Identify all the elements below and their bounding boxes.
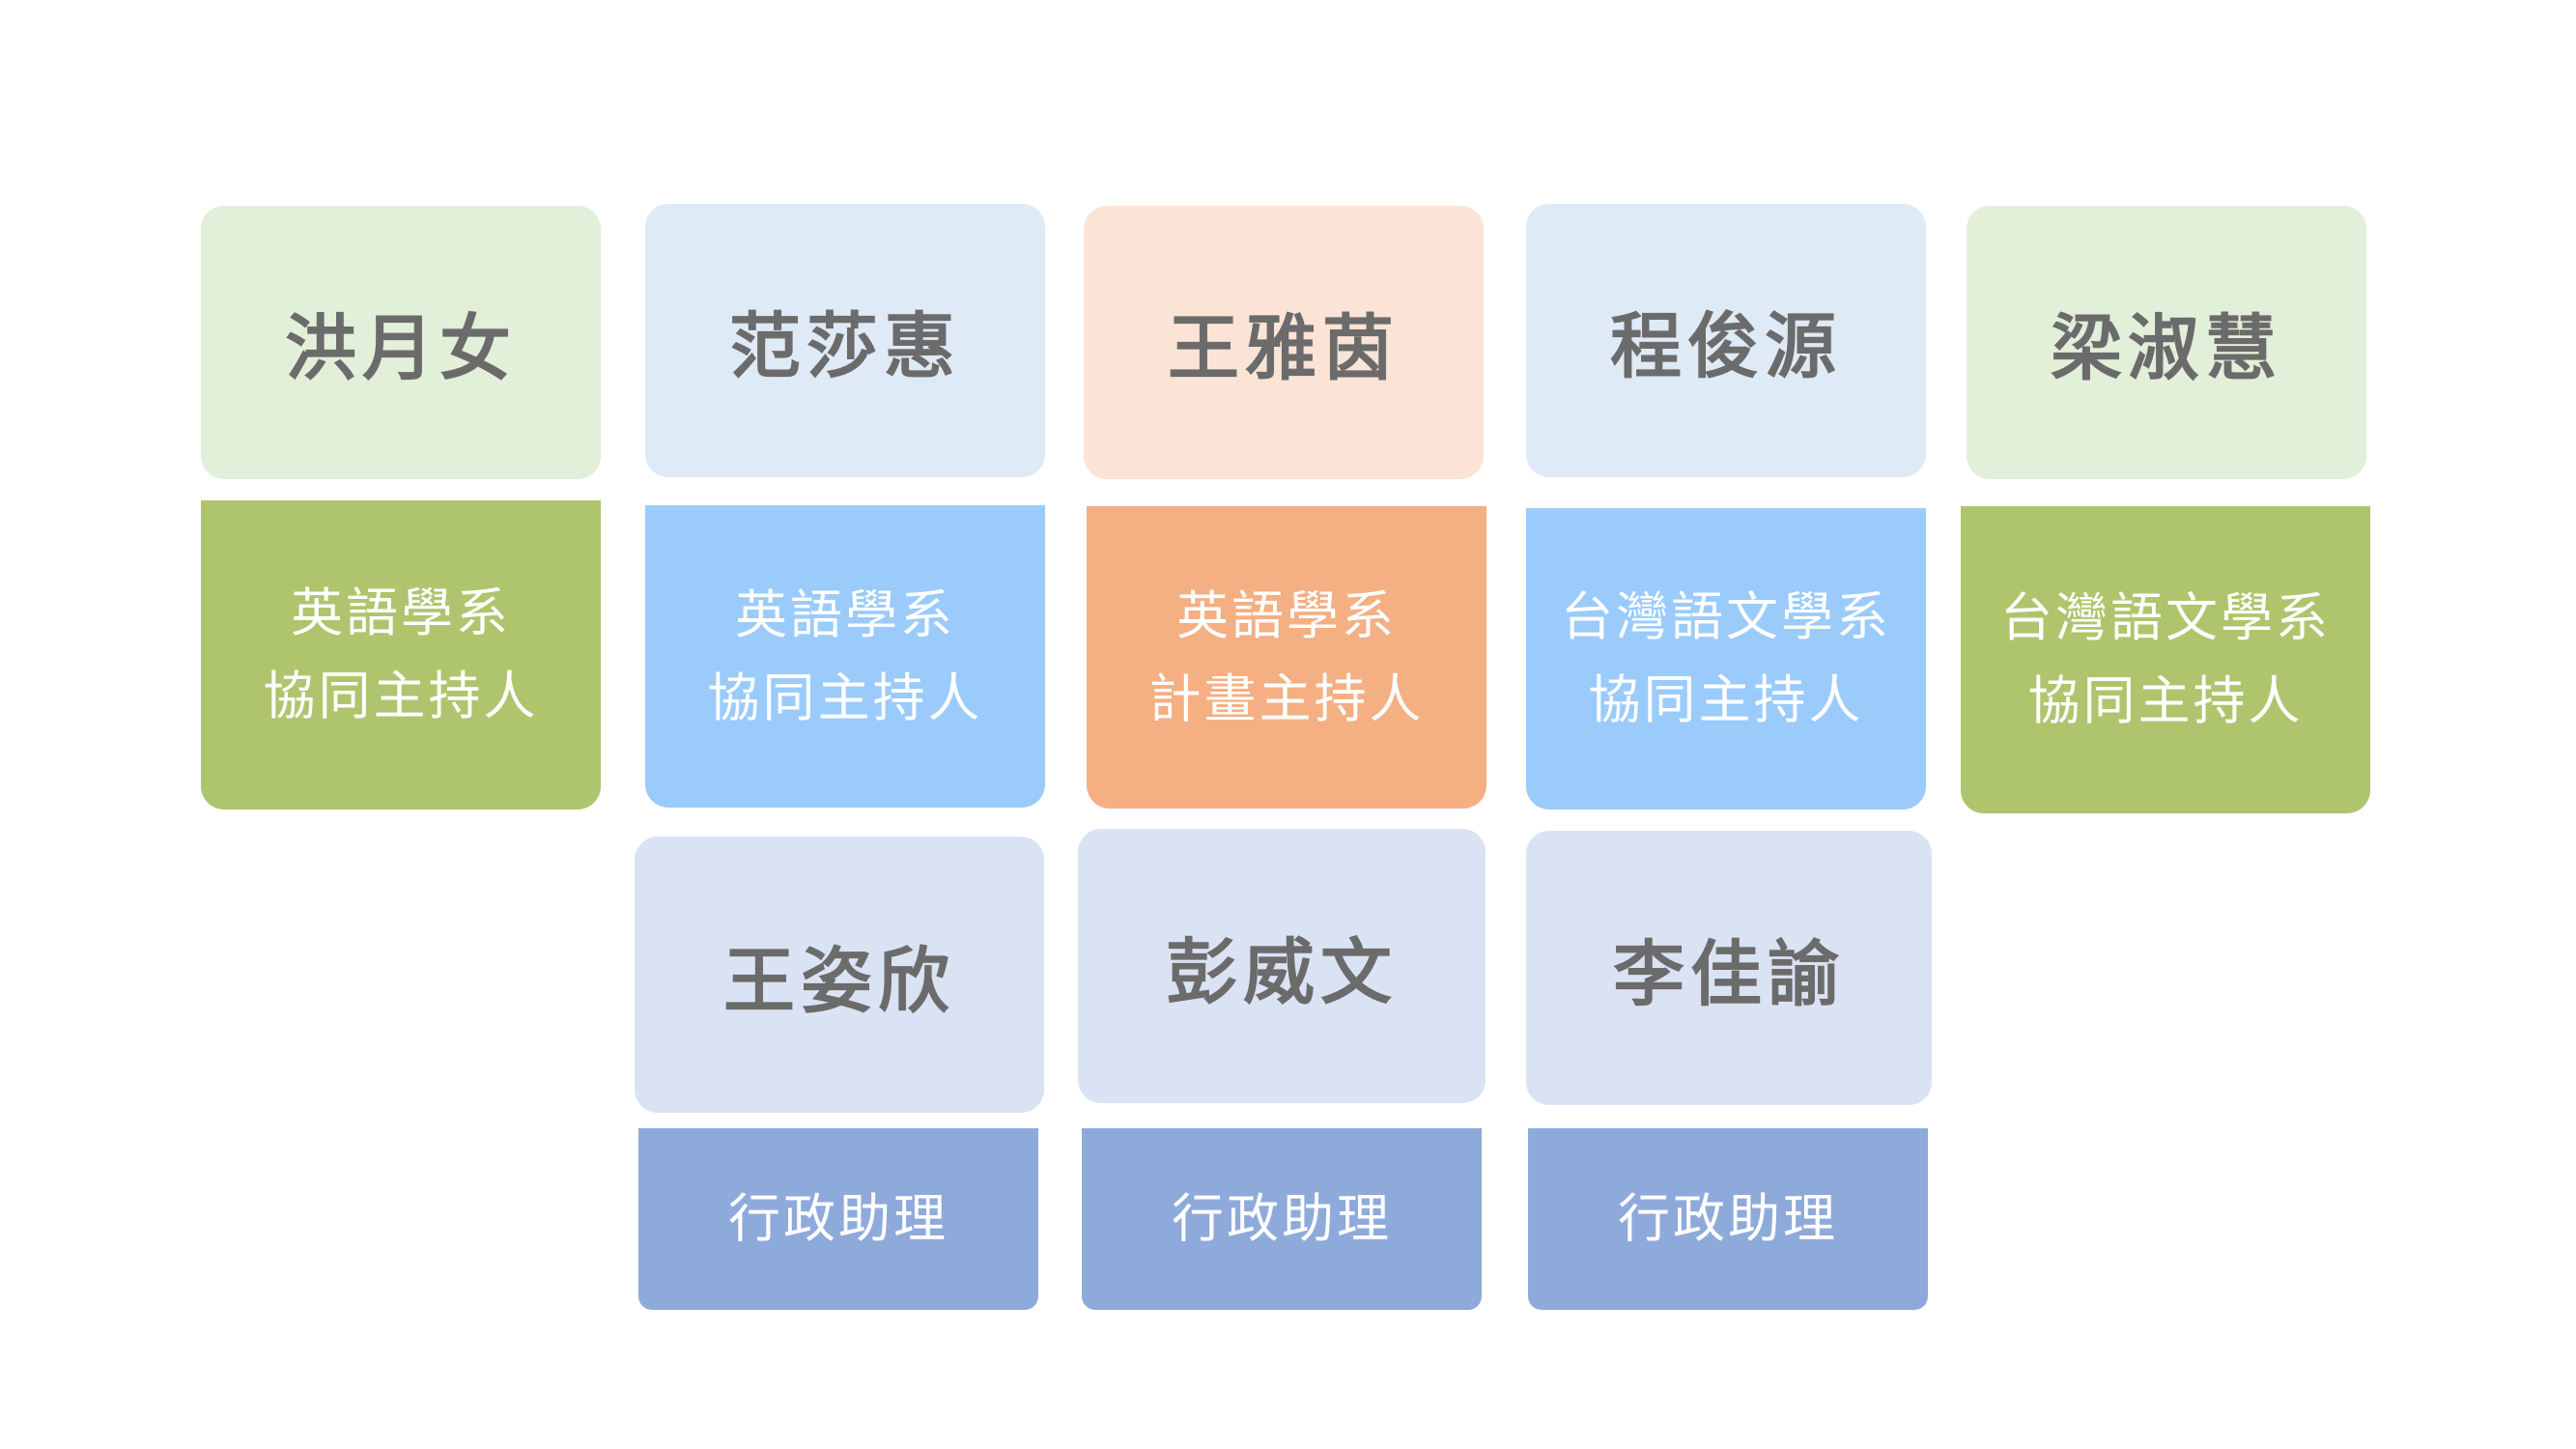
assistant-role: 行政助理 [1172,1188,1392,1249]
assistant-name: 李佳諭 [1613,932,1845,1016]
member-role: 協同主持人 [263,666,539,726]
member-name: 王雅茵 [1168,307,1400,390]
member-role-card: 英語學系 協同主持人 [201,500,601,810]
assistant-role-card: 行政助理 [638,1128,1038,1310]
member-role: 協同主持人 [2027,670,2304,731]
member-dept: 英語學系 [735,583,955,645]
member-role: 計畫主持人 [1148,668,1425,729]
assistant-role: 行政助理 [728,1188,948,1249]
assistant-role: 行政助理 [1618,1188,1838,1249]
assistant-name-card: 王姿欣 [635,837,1044,1113]
member-dept: 台灣語文學系 [1561,586,1891,647]
member-dept: 台灣語文學系 [2000,587,2331,648]
member-dept: 英語學系 [1176,584,1397,646]
member-name: 梁淑慧 [2051,307,2282,390]
member-name: 洪月女 [285,307,517,390]
member-name-card: 梁淑慧 [1967,206,2366,479]
member-role-card: 台灣語文學系 協同主持人 [1526,508,1926,810]
assistant-role-card: 行政助理 [1082,1128,1482,1310]
member-dept: 英語學系 [291,582,511,643]
assistant-name-card: 彭威文 [1078,829,1486,1103]
member-name-card: 程俊源 [1526,204,1926,477]
member-name: 程俊源 [1610,305,1842,388]
assistant-role-card: 行政助理 [1528,1128,1928,1310]
member-role-card: 英語學系 協同主持人 [645,505,1045,808]
member-role-card: 台灣語文學系 協同主持人 [1961,506,2370,813]
member-role: 協同主持人 [707,667,983,728]
assistant-name: 彭威文 [1166,930,1398,1014]
assistant-name: 王姿欣 [723,939,955,1023]
member-role: 協同主持人 [1588,669,1864,730]
assistant-name-card: 李佳諭 [1526,831,1932,1105]
member-role-card: 英語學系 計畫主持人 [1087,506,1486,809]
member-name-card: 范莎惠 [645,204,1045,477]
member-name-card: 王雅茵 [1084,206,1484,479]
member-name-card: 洪月女 [201,206,601,479]
member-name: 范莎惠 [729,305,961,388]
